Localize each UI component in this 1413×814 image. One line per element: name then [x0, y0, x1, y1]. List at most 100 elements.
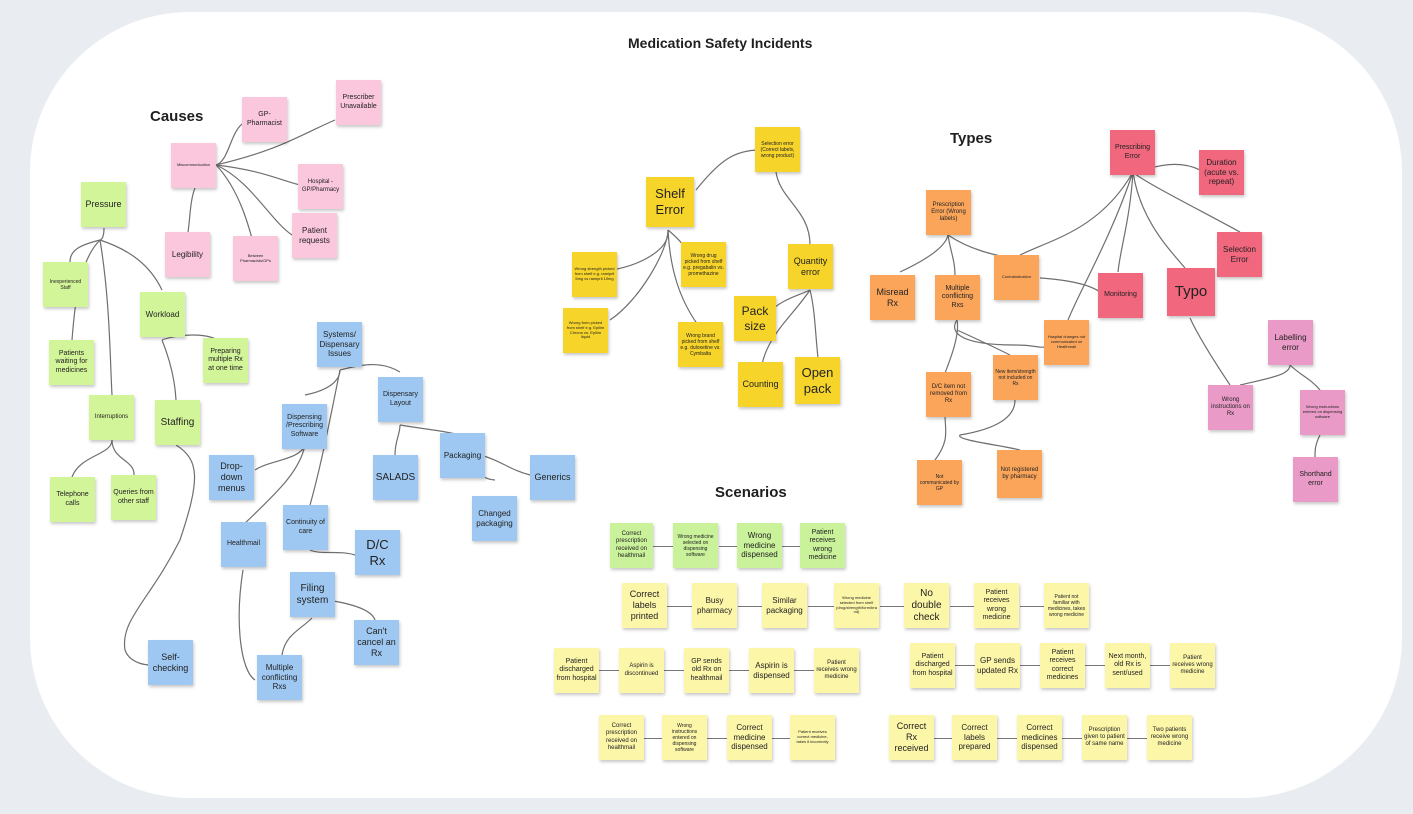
note-wrong-form[interactable]: Wrong form picked from shelf e.g. Epilim…	[563, 308, 608, 353]
note-gp-pharmacist[interactable]: GP-Pharmacist	[242, 97, 287, 142]
scenario-1-step-3[interactable]: Wrong medicine dispensed	[737, 523, 782, 568]
scenario-3-step-2[interactable]: Aspirin is discontinued	[619, 648, 664, 693]
scenario-2-step-3[interactable]: Similar packaging	[762, 583, 807, 628]
note-wrong-instructions-rx[interactable]: Wrong instructions on Rx	[1208, 385, 1253, 430]
scenario-2-step-7[interactable]: Patient not familiar with medicines, tak…	[1044, 583, 1089, 628]
note-wrong-brand[interactable]: Wrong brand picked from shelf e.g. dulox…	[678, 322, 723, 367]
section-title-types: Types	[950, 130, 993, 147]
note-dc-item-not-removed[interactable]: D/C item not removed from Rx	[926, 372, 971, 417]
scenario-1-step-2[interactable]: Wrong medicine selected on dispensing so…	[673, 523, 718, 568]
note-filing-system[interactable]: Filing system	[290, 572, 335, 617]
note-hospital-gp-pharmacy[interactable]: Hospital - GP/Pharmacy	[298, 164, 343, 209]
note-generics[interactable]: Generics	[530, 455, 575, 500]
note-interruptions[interactable]: Interruptions	[89, 395, 134, 440]
note-quantity-error[interactable]: Quantity error	[788, 244, 833, 289]
scenario-2-step-4[interactable]: Wrong medicine selected from shelf (drug…	[834, 583, 879, 628]
scenario-connector	[667, 606, 692, 607]
scenario-connector	[808, 606, 834, 607]
note-systems-issues[interactable]: Systems/ Dispensary Issues	[317, 322, 362, 367]
note-monitoring[interactable]: Monitoring	[1098, 273, 1143, 318]
scenario-connector	[644, 738, 662, 739]
note-continuity-of-care[interactable]: Continuity of care	[283, 505, 328, 550]
scenario-connector	[880, 606, 904, 607]
note-prescription-error-labels[interactable]: Prescription Error (Wrong labels)	[926, 190, 971, 235]
note-hospital-changes[interactable]: Hospital changes not communicated on Hea…	[1044, 320, 1089, 365]
note-not-registered[interactable]: Not registered by pharmacy	[997, 450, 1042, 498]
note-labelling-error[interactable]: Labelling error	[1268, 320, 1313, 365]
note-drop-down-menus[interactable]: Drop-down menus	[209, 455, 254, 500]
scenario-3-step-1[interactable]: Patient discharged from hospital	[554, 648, 599, 693]
note-prescribing-error[interactable]: Prescribing Error	[1110, 130, 1155, 175]
scenario-5-step-1[interactable]: Correct prescription received on healthm…	[599, 715, 644, 760]
note-typo[interactable]: Typo	[1167, 268, 1215, 316]
note-multiple-conflicting-rxs[interactable]: Multiple conflicting Rxs	[257, 655, 302, 700]
scenario-6-step-5[interactable]: Two patients receive wrong medicine	[1147, 715, 1192, 760]
note-preparing-multiple[interactable]: Preparing multiple Rx at one time	[203, 338, 248, 383]
note-prescriber-unavailable[interactable]: Prescriber Unavailable	[336, 80, 381, 125]
scenario-5-step-2[interactable]: Wrong instructions entered on dispensing…	[662, 715, 707, 760]
scenario-connector	[719, 546, 737, 547]
note-pressure[interactable]: Pressure	[81, 182, 126, 227]
scenario-connector	[664, 670, 684, 671]
scenario-3-step-4[interactable]: Aspirin is dispensed	[749, 648, 794, 693]
note-dispensing-software[interactable]: Dispensing /Prescribing Software	[282, 404, 327, 449]
note-queries-other-staff[interactable]: Queries from other staff	[111, 475, 156, 520]
note-wrong-drug[interactable]: Wrong drug picked from shelf e.g. pregab…	[681, 242, 726, 287]
note-patients-waiting[interactable]: Patients waiting for medicines	[49, 340, 94, 385]
note-pack-size[interactable]: Pack size	[734, 296, 776, 341]
note-contraindication[interactable]: Contraindication	[994, 255, 1039, 300]
note-misread-rx[interactable]: Misread Rx	[870, 275, 915, 320]
scenario-6-step-3[interactable]: Correct medicines dispensed	[1017, 715, 1062, 760]
note-self-checking[interactable]: Self-checking	[148, 640, 193, 685]
scenario-6-step-1[interactable]: Correct Rx received	[889, 715, 934, 760]
scenario-2-step-6[interactable]: Patient receives wrong medicine	[974, 583, 1019, 628]
scenario-3-step-3[interactable]: GP sends old Rx on healthmail	[684, 648, 729, 693]
scenario-2-step-2[interactable]: Busy pharmacy	[692, 583, 737, 628]
note-multiple-conflicting-rxs-type[interactable]: Multiple conflicting Rxs	[935, 275, 980, 320]
note-wrong-strength[interactable]: Wrong strength picked from shelf e.g. ra…	[572, 252, 617, 297]
scenario-3-step-5[interactable]: Patient receives wrong medicine	[814, 648, 859, 693]
scenario-connector	[707, 738, 727, 739]
scenario-connector	[1062, 738, 1082, 739]
scenario-5-step-4[interactable]: Patient receives correct medicine, takes…	[790, 715, 835, 760]
scenario-4-step-5[interactable]: Patient receives wrong medicine	[1170, 643, 1215, 688]
note-salads[interactable]: SALADS	[373, 455, 418, 500]
note-dc-rx[interactable]: D/C Rx	[355, 530, 400, 575]
scenario-4-step-3[interactable]: Patient receives correct medicines	[1040, 643, 1085, 688]
note-healthmail[interactable]: Healthmail	[221, 522, 266, 567]
note-staffing[interactable]: Staffing	[155, 400, 200, 445]
note-selection-error[interactable]: Selection error (Correct labels, wrong p…	[755, 127, 800, 172]
note-packaging[interactable]: Packaging	[440, 433, 485, 478]
scenario-4-step-4[interactable]: Next month, old Rx is sent/used	[1105, 643, 1150, 688]
scenario-6-step-4[interactable]: Prescription given to patient of same na…	[1082, 715, 1127, 760]
note-miscommunication[interactable]: Miscommunication	[171, 143, 216, 188]
note-between-pharmacists[interactable]: Between Pharmacists/GPs	[233, 236, 278, 281]
scenario-5-step-3[interactable]: Correct medicine dispensed	[727, 715, 772, 760]
note-dispensary-layout[interactable]: Dispensary Layout	[378, 377, 423, 422]
scenario-4-step-2[interactable]: GP sends updated Rx	[975, 643, 1020, 688]
note-new-item-strength[interactable]: New item/strength not included on Rx	[993, 355, 1038, 400]
note-cant-cancel[interactable]: Can't cancel an Rx	[354, 620, 399, 665]
note-shelf-error[interactable]: Shelf Error	[646, 177, 694, 227]
note-patient-requests[interactable]: Patient requests	[292, 213, 337, 258]
note-telephone-calls[interactable]: Telephone calls	[50, 477, 95, 522]
note-inexperienced-staff[interactable]: Inexperienced Staff	[43, 262, 88, 307]
note-shorthand-error[interactable]: Shorthand error	[1293, 457, 1338, 502]
scenario-2-step-5[interactable]: No double check	[904, 583, 949, 628]
note-workload[interactable]: Workload	[140, 292, 185, 337]
scenario-1-step-1[interactable]: Correct prescription received on healthm…	[610, 523, 653, 568]
scenario-4-step-1[interactable]: Patient discharged from hospital	[910, 643, 955, 688]
scenario-6-step-2[interactable]: Correct labels prepared	[952, 715, 997, 760]
note-not-communicated-gp[interactable]: Not communicated by GP	[917, 460, 962, 505]
scenario-connector	[794, 670, 814, 671]
note-duration[interactable]: Duration (acute vs. repeat)	[1199, 150, 1244, 195]
note-changed-packaging[interactable]: Changed packaging	[472, 496, 517, 541]
scenario-connector	[997, 738, 1017, 739]
note-open-pack[interactable]: Open pack	[795, 357, 840, 404]
note-legibility[interactable]: Legibility	[165, 232, 210, 277]
scenario-2-step-1[interactable]: Correct labels printed	[622, 583, 667, 628]
note-counting[interactable]: Counting	[738, 362, 783, 407]
note-wrong-instructions-software[interactable]: Wrong instructions entered on dispensing…	[1300, 390, 1345, 435]
note-selection-error-type[interactable]: Selection Error	[1217, 232, 1262, 277]
scenario-1-step-4[interactable]: Patient receives wrong medicine	[800, 523, 845, 568]
